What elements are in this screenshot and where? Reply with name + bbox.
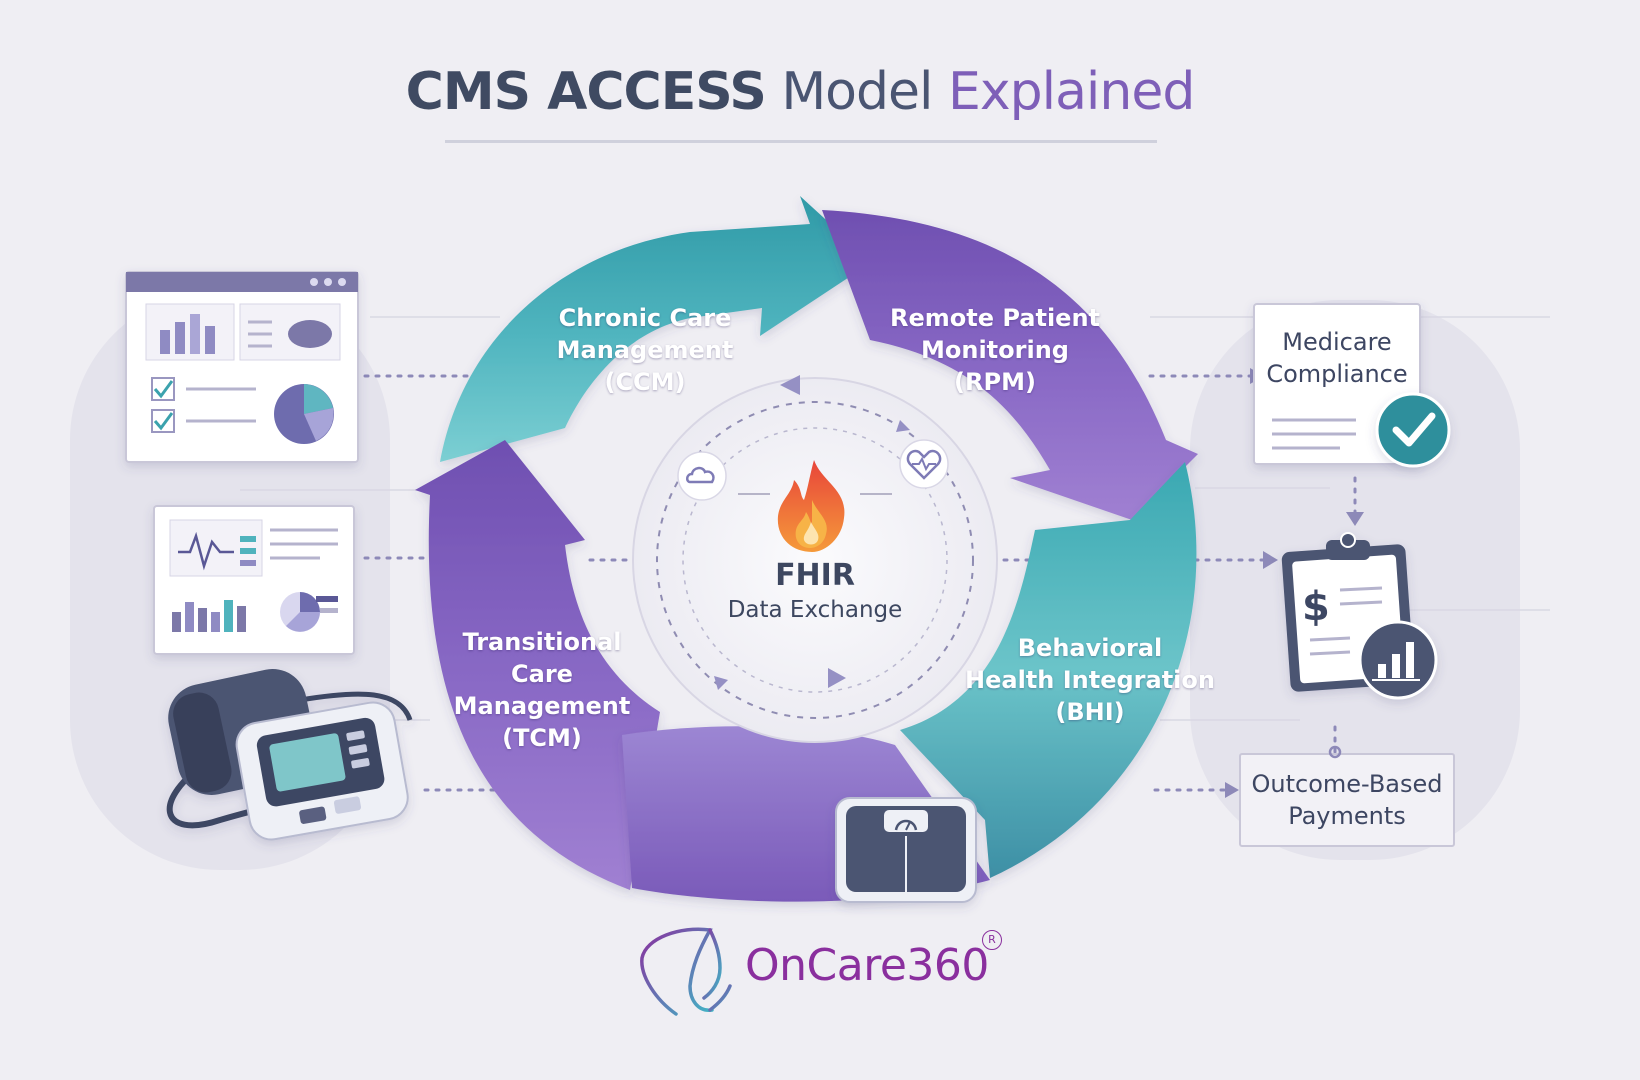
title-part-explained: Explained (947, 62, 1195, 122)
cloud-icon (677, 451, 727, 501)
brand-name: OnCare360 (745, 940, 989, 991)
cycle-segment-ccm (440, 196, 872, 462)
segment-label-ccm: Chronic Care Management (CCM) (556, 304, 734, 396)
hub-arrows (714, 375, 910, 690)
title-part-model: Model (781, 62, 933, 122)
title-underline (445, 140, 1157, 143)
hub-title: FHIR (775, 558, 855, 593)
weight-scale-icon (835, 797, 977, 903)
segment-label-bhi: Behavioral Health Integration (BHI) (965, 634, 1215, 726)
cycle-segment-tcm (415, 440, 660, 890)
hub-dashed-ring (656, 401, 974, 719)
billing-clipboard-icon: $ (1281, 532, 1438, 700)
analytics-report-icon (153, 505, 355, 655)
registered-mark: R (982, 930, 1002, 950)
title-part-cms-access: CMS ACCESS (405, 62, 767, 122)
blood-pressure-monitor-icon (166, 668, 413, 841)
segment-label-rpm: Remote Patient Monitoring (RPM) (889, 304, 1101, 396)
hub-subtitle: Data Exchange (727, 597, 903, 623)
payments-card-text: Outcome-Based Payments (1251, 770, 1443, 830)
cycle-segment-bhi (900, 462, 1197, 878)
oncare-logo-icon (640, 927, 732, 1016)
segment-label-tcm: Transitional Care Management (TCM) (453, 628, 631, 752)
payments-card (1239, 753, 1455, 847)
checkmark-icon (1375, 392, 1451, 468)
cycle-segment-rpm (822, 210, 1198, 520)
compliance-card-text: Medicare Compliance (1266, 328, 1408, 388)
flame-icon (777, 460, 845, 552)
hub-inner-ring (682, 427, 948, 693)
diagram-title: CMS ACCESS Model Explained (0, 62, 1600, 122)
heart-pulse-icon (899, 439, 949, 489)
svg-text:$: $ (1302, 584, 1330, 630)
dashboard-icon (125, 271, 359, 463)
